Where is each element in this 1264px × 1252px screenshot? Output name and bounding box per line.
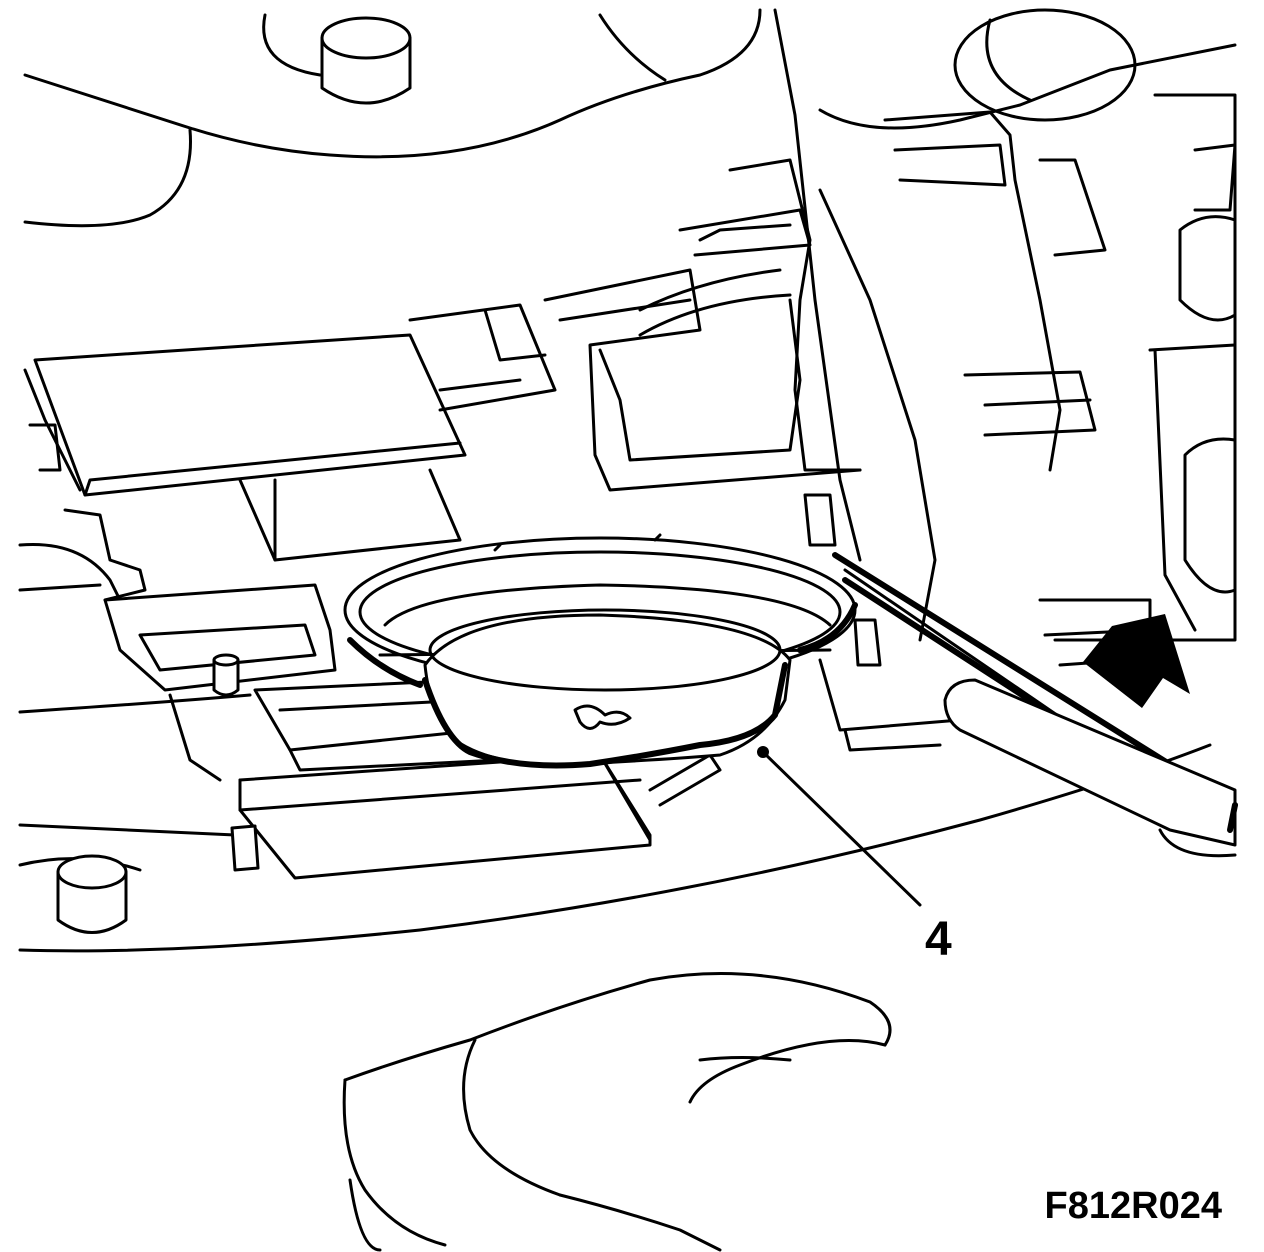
callout-label-4: 4 xyxy=(925,913,952,966)
right-bracket xyxy=(773,8,1237,667)
right-cylinder xyxy=(1178,215,1237,594)
top-peg xyxy=(320,16,412,105)
right-round-boss xyxy=(953,8,1137,122)
screwdriver xyxy=(832,552,1238,847)
upper-housing xyxy=(23,8,762,228)
arrow-icon xyxy=(1083,614,1190,708)
callout-4: 4 xyxy=(757,746,952,966)
flat-connector xyxy=(23,303,557,497)
bottom-peg xyxy=(56,854,128,934)
component-4-seal xyxy=(343,533,858,769)
connector-tower xyxy=(543,158,862,492)
locking-tab xyxy=(803,493,882,667)
tray xyxy=(18,658,1237,953)
latch-block xyxy=(103,583,337,782)
hand xyxy=(342,972,892,1252)
shaft-block xyxy=(18,468,462,602)
figure-code: F812R024 xyxy=(1045,1185,1222,1227)
